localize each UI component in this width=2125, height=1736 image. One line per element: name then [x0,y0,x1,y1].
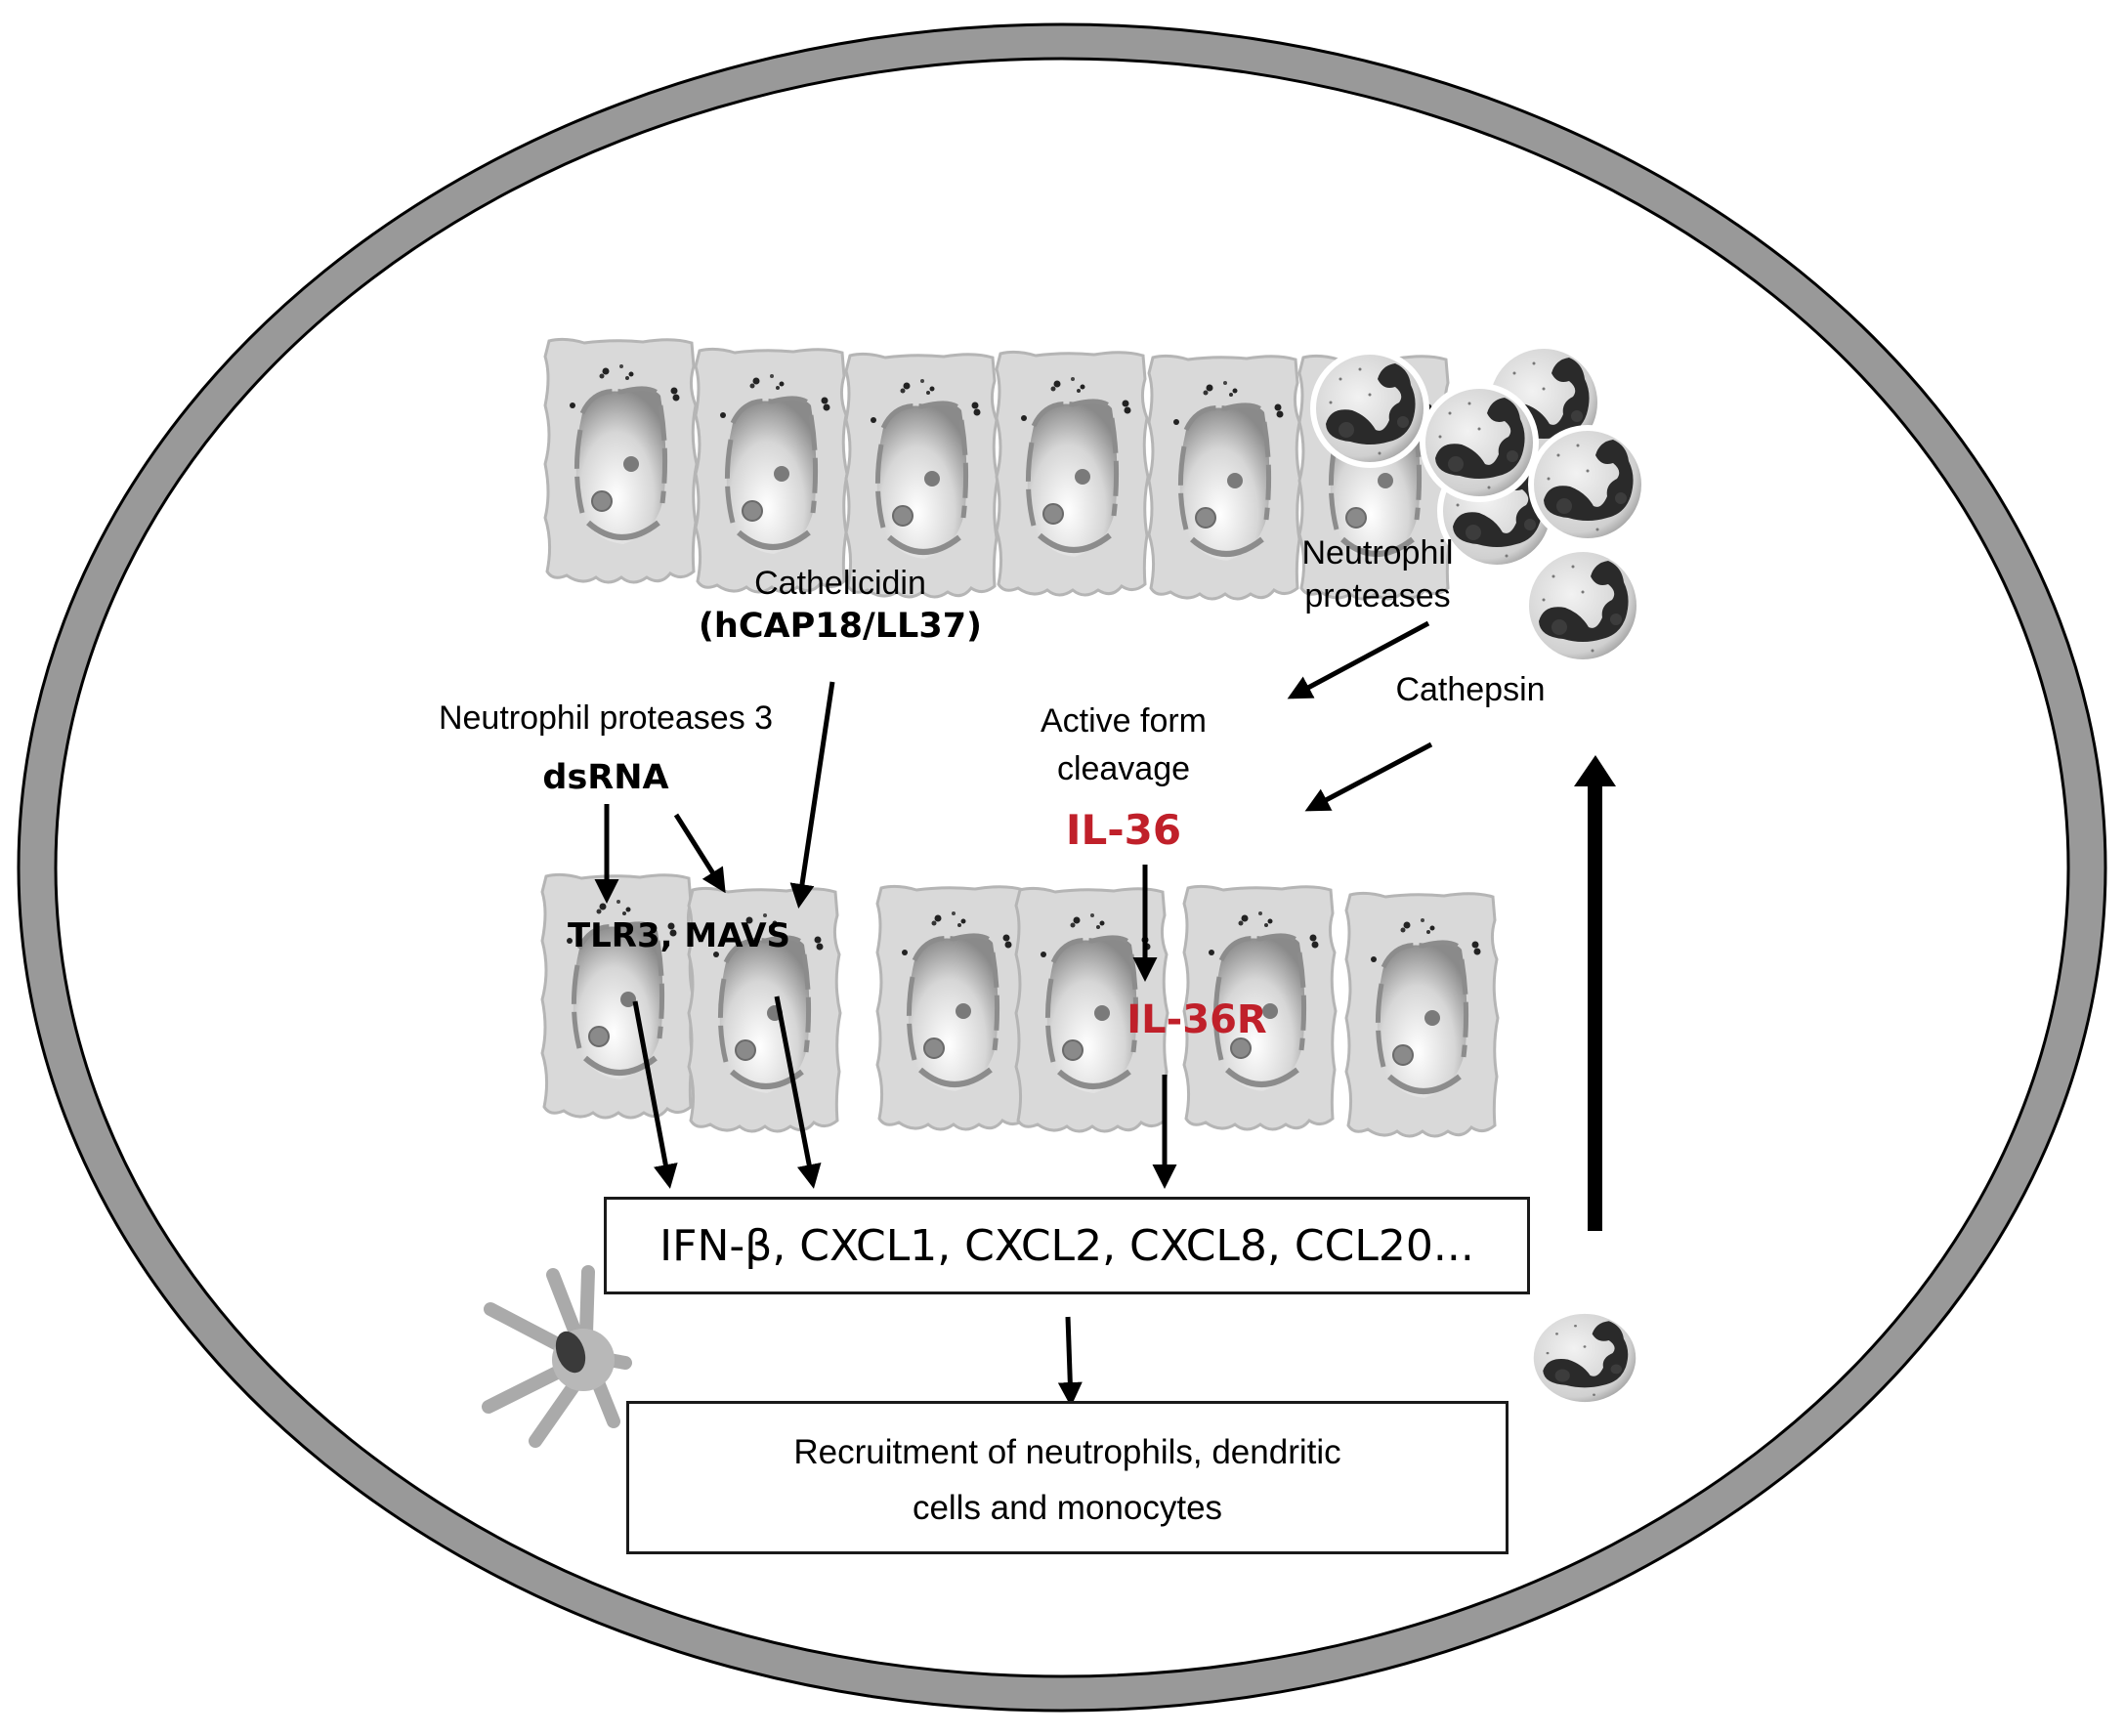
keratinocyte-cell [696,349,847,592]
arrow-dsrna-to-mavs [673,813,726,894]
dsrna-label: dsRNA [542,758,669,797]
migrating-neutrophil [1531,1311,1638,1404]
keratinocyte-cell [1346,893,1498,1136]
cytokines-box: IFN-β, CXCL1, CXCL2, CXCL8, CCL20... [604,1197,1530,1294]
arrows [594,620,1616,1407]
neutrophil-cell [1313,352,1426,465]
neutrophil-proteases-label: Neutrophil [1301,534,1454,572]
keratinocyte-cell [545,339,697,582]
arrow-neutrophil-migration [1574,755,1616,1231]
arrow-neutrophil-proteases-to-cleavage [1287,620,1430,699]
neutrophil-proteases-3-label: Neutrophil proteases 3 [438,699,774,737]
recruitment-text-line2: cells and monocytes [912,1488,1223,1527]
neutrophil-cell [1531,428,1644,541]
cathepsin-label: Cathepsin [1395,671,1546,708]
il36-label: IL-36 [1065,806,1182,854]
cytokines-text: IFN-β, CXCL1, CXCL2, CXCL8, CCL20... [659,1220,1474,1271]
dendritic-cell [482,1265,632,1448]
arrow-cathelicidin-to-mavs [789,681,835,909]
tlr3-mavs-label: TLR3, MAVS [567,916,791,955]
cathelicidin-forms-label: (hCAP18/LL37) [698,607,983,646]
recruitment-text-line1: Recruitment of neutrophils, dendritic [793,1432,1341,1471]
keratinocyte-cell [877,886,1029,1129]
neutrophil-proteases-label-line2: proteases [1304,577,1451,614]
il36r-label: IL-36R [1126,997,1267,1042]
neutrophil-cell [1423,386,1536,499]
arrow-tlr3-to-cytokines [632,1000,678,1189]
keratinocyte-row-bottom [542,874,1498,1136]
neutrophil-cell [1526,549,1639,662]
active-form-label: Active form [1040,702,1208,740]
keratinocyte-cell [997,352,1148,595]
recruitment-box: Recruitment of neutrophils, dendritic ce… [626,1401,1509,1554]
arrow-cathepsin-to-il36 [1304,741,1433,812]
arrow-mavs-to-cytokines [774,995,822,1189]
cathelicidin-label: Cathelicidin [754,565,926,602]
arrow-cytokines-to-recruitment [1057,1316,1083,1407]
cleavage-label: cleavage [1056,750,1191,787]
keratinocyte-cell [542,874,694,1118]
keratinocyte-cell [846,354,998,597]
